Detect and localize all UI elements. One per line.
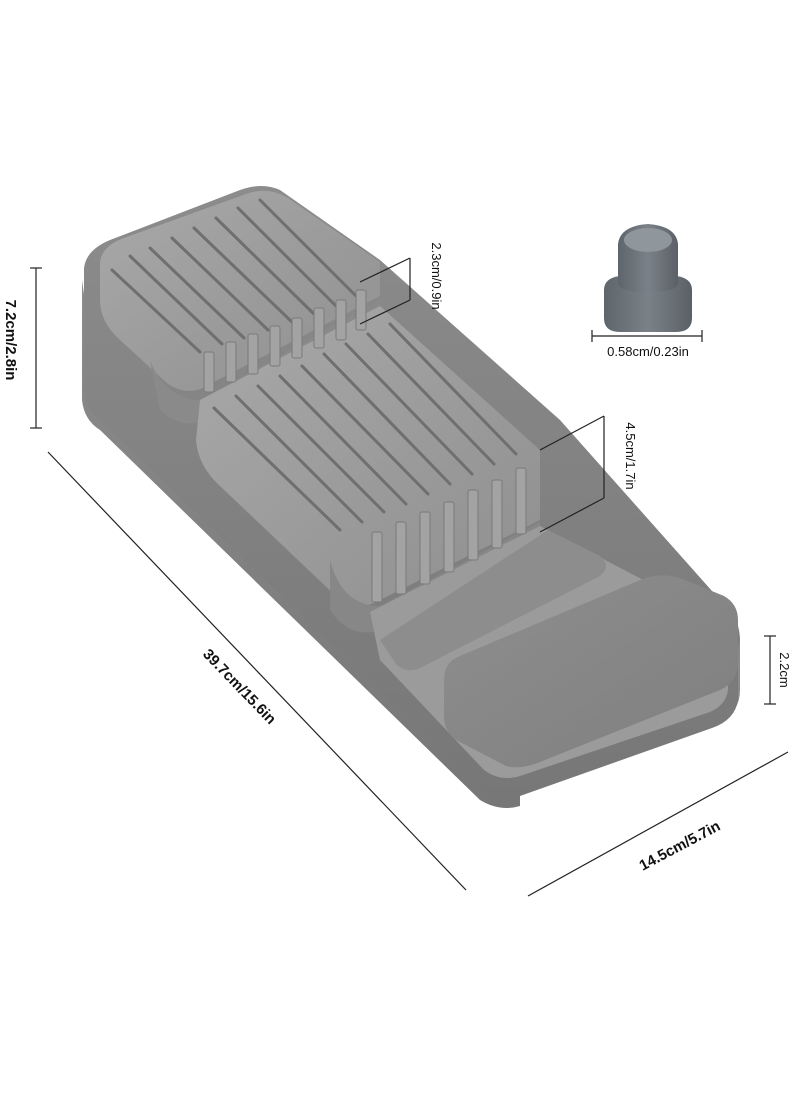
foot-flange <box>604 276 692 332</box>
upper-block-face <box>150 300 380 424</box>
foot-diameter-label: 0.58cm/0.23in <box>607 344 689 359</box>
upper-fins <box>203 289 367 393</box>
upper-slot-label: 2.3cm/0.9in <box>429 242 444 309</box>
foot-top <box>624 228 672 252</box>
lower-slot-label: 4.5cm/1.7in <box>623 422 638 489</box>
knife-slot <box>278 374 408 506</box>
fin <box>419 511 431 585</box>
knife-slot <box>192 226 294 324</box>
knife-slot <box>388 322 518 456</box>
fin <box>335 299 347 341</box>
knife-slot <box>300 364 430 496</box>
width-label: 14.5cm/5.7in <box>637 818 724 875</box>
upper-block-top <box>100 190 380 391</box>
tray-depth-dimension: 2.2cm <box>764 635 792 705</box>
upper-knife-slots <box>110 198 358 354</box>
knife-slot <box>170 236 270 332</box>
lower-fins <box>371 467 527 603</box>
fin <box>467 489 479 561</box>
knife-slot <box>256 384 386 514</box>
tray-step <box>380 530 606 671</box>
fin <box>371 531 383 603</box>
knife-slot <box>236 206 338 308</box>
fin <box>247 333 259 375</box>
knife-slot <box>110 268 202 354</box>
fin <box>225 341 237 383</box>
fin <box>291 317 303 359</box>
knife-slot <box>212 406 342 532</box>
knife-slot <box>344 342 474 476</box>
knife-slot <box>234 394 364 524</box>
knife-slot <box>128 254 224 346</box>
rubber-foot: 0.58cm/0.23in <box>591 224 703 359</box>
knife-slot <box>322 352 452 486</box>
tray-pad <box>444 575 738 768</box>
upper-slot-dimension: 2.3cm/0.9in <box>359 242 444 325</box>
fin <box>355 289 367 331</box>
fin <box>491 479 503 549</box>
length-label: 39.7cm/15.6in <box>199 646 279 728</box>
height-dimension: 7.2cm/2.8in <box>2 267 42 429</box>
knife-slot <box>148 246 246 340</box>
fin <box>313 307 325 349</box>
fin <box>443 501 455 573</box>
fin <box>269 325 281 367</box>
fin <box>515 467 527 535</box>
lower-slot-dimension: 4.5cm/1.7in <box>539 415 638 533</box>
lower-block-face <box>330 522 540 633</box>
knife-slot <box>366 332 496 466</box>
knife-slot <box>214 216 316 316</box>
fin <box>395 521 407 595</box>
lower-knife-slots <box>212 322 518 532</box>
knife-slot <box>258 198 358 298</box>
tray-depth-label: 2.2cm <box>777 652 792 687</box>
fin <box>203 351 215 393</box>
height-label: 7.2cm/2.8in <box>2 300 19 381</box>
